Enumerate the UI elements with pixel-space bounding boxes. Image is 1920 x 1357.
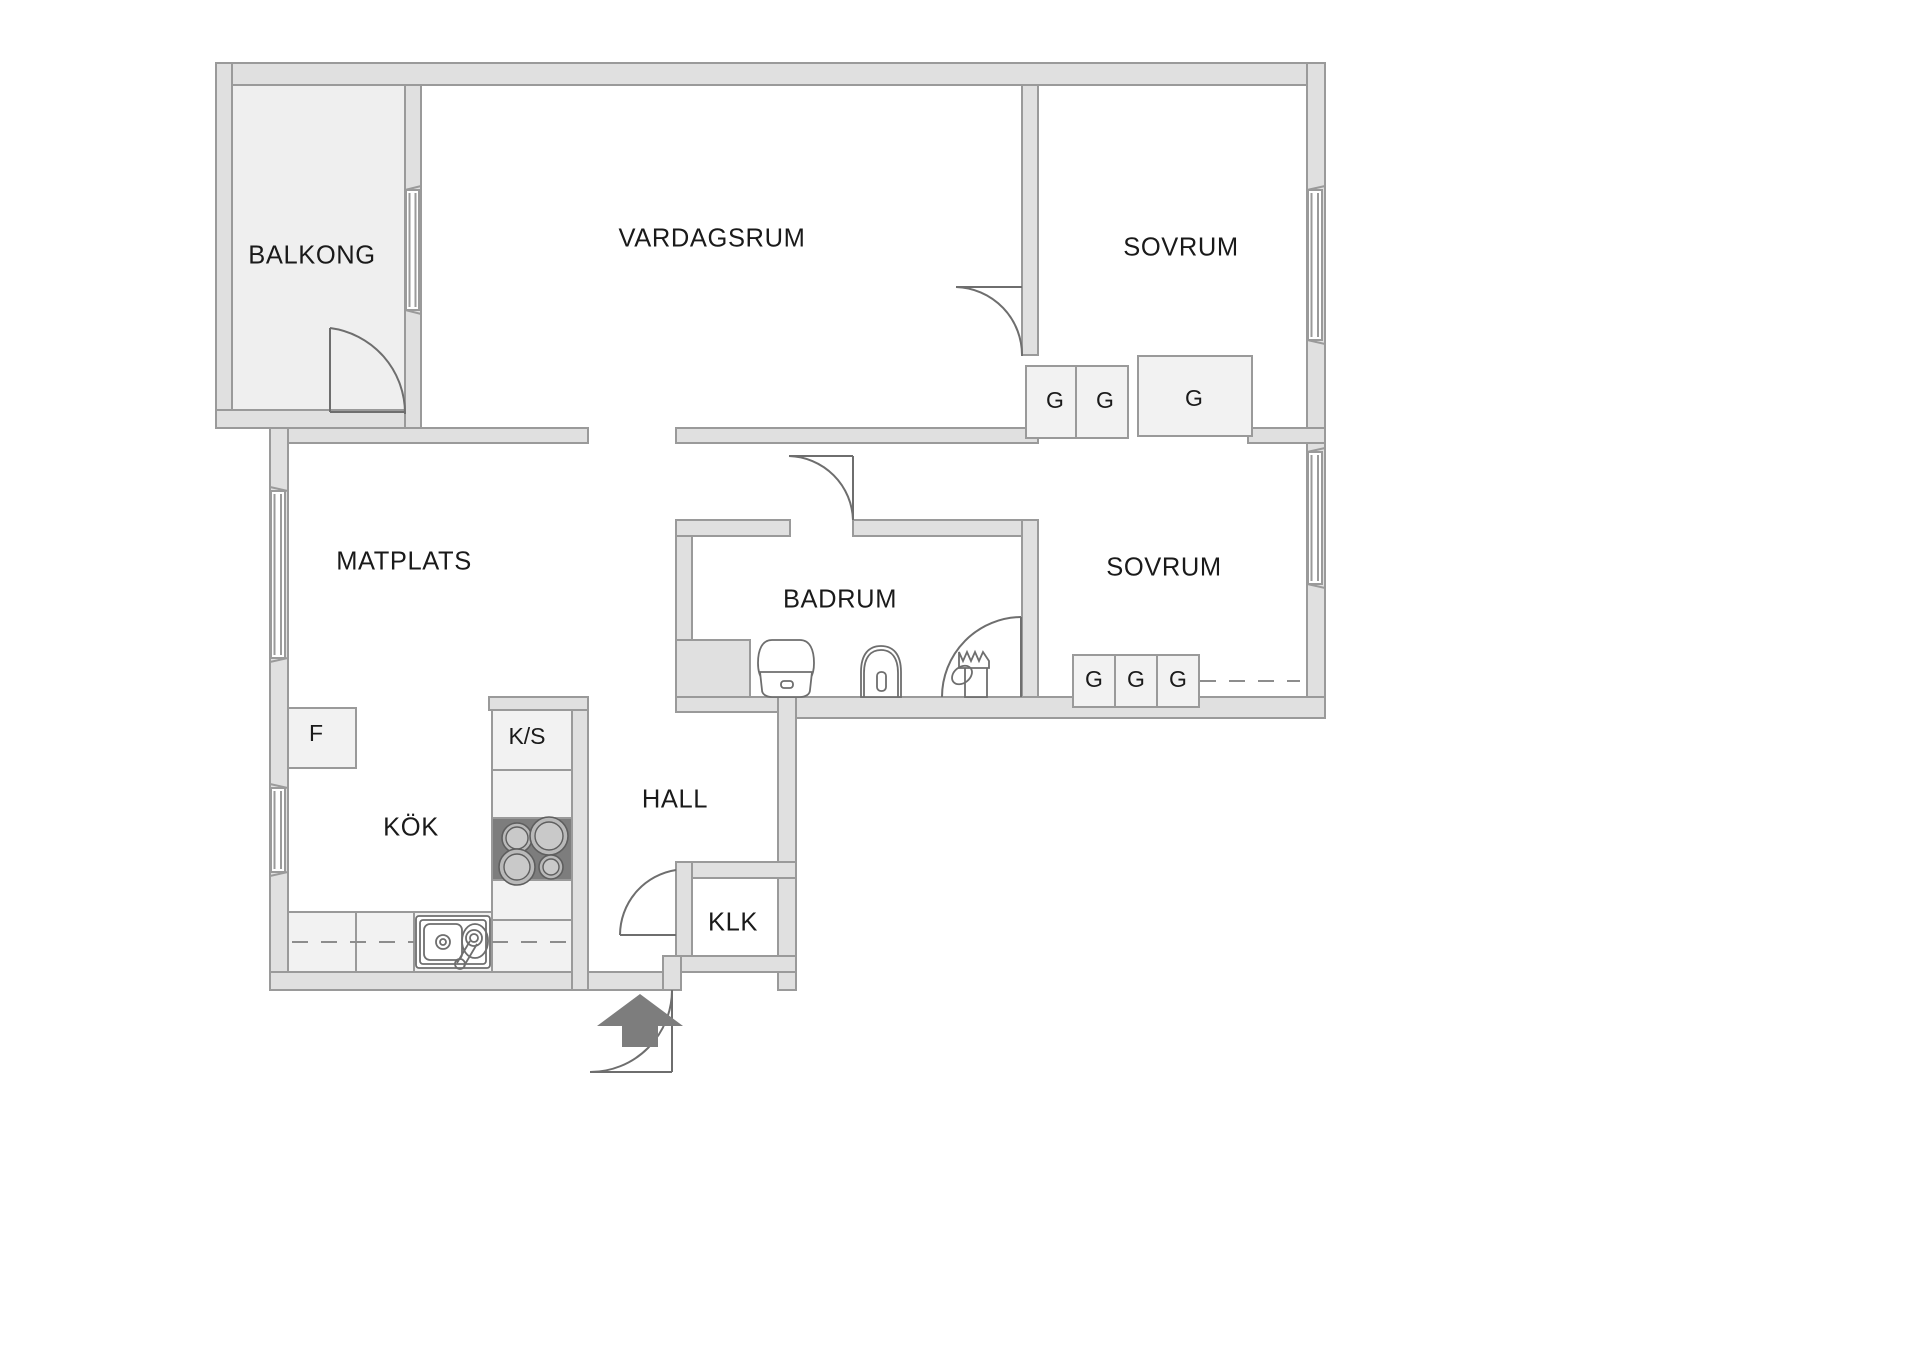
cabinet-corner-unit — [491, 919, 573, 973]
closet-label-sovrum1-g1: G — [1046, 387, 1064, 413]
room-label-vardagsrum: VARDAGSRUM — [619, 225, 806, 253]
balcony-floor — [215, 79, 422, 426]
closet-sovrum1-g3 — [1137, 355, 1253, 437]
stove-cooktop-icon — [498, 816, 569, 886]
entrance-door-swing — [589, 989, 673, 1073]
room-label-kok: KÖK — [383, 814, 439, 842]
closet-sovrum2-g3 — [1156, 654, 1200, 708]
shower-mixer-icon — [951, 649, 990, 698]
window-matplats-left — [269, 485, 289, 664]
room-label-klk: KLK — [708, 909, 758, 937]
cabinet-below-stove — [491, 879, 573, 921]
closet-group-bedroom1 — [1025, 355, 1253, 439]
washbasin-icon — [860, 645, 902, 698]
toilet-icon — [757, 639, 815, 698]
bathroom-fixtures — [757, 639, 990, 698]
entrance-direction-arrow — [597, 994, 683, 1047]
wall-right-exterior — [1306, 62, 1326, 719]
room-label-matplats: MATPLATS — [336, 548, 472, 576]
wall-bedroom1-bottom — [1247, 427, 1326, 444]
bathroom-door-swing-top — [788, 455, 854, 521]
window-balcony-door — [404, 184, 422, 316]
wall-balcony-left — [215, 62, 233, 429]
cabinet-dishwasher-sink-unit — [491, 709, 573, 771]
appliance-label-fridge: F — [309, 720, 323, 746]
window-kitchen-left — [269, 782, 289, 878]
wall-bathroom-right — [1021, 519, 1039, 713]
wall-klk-bottom — [675, 955, 797, 973]
closet-sovrum1-g1 — [1025, 365, 1077, 439]
wall-matplats-top — [275, 427, 589, 444]
wall-bedroom2-bottom — [777, 696, 1326, 719]
kitchen-sink-icon — [415, 915, 491, 970]
room-label-sovrum-1: SOVRUM — [1123, 234, 1239, 262]
bedroom-1-door-swing — [955, 286, 1024, 357]
wall-entry-jamb — [662, 955, 682, 991]
room-label-badrum: BADRUM — [783, 586, 897, 614]
wall-bathroom-top-right — [852, 519, 1039, 537]
wall-kitchen-bottom — [269, 971, 589, 991]
wall-top-exterior — [215, 62, 1326, 86]
walk-in-closet-door-swing — [619, 869, 677, 936]
closet-label-sovrum2-g2: G — [1127, 666, 1145, 692]
wall-hall-top — [675, 427, 1039, 444]
door-swings — [329, 286, 1024, 1073]
wall-kitchen-ledge — [488, 696, 589, 711]
wall-bathroom-step — [675, 639, 751, 698]
cabinet-upper-run — [491, 769, 573, 819]
closet-label-sovrum1-g2: G — [1096, 387, 1114, 413]
room-label-balkong: BALKONG — [248, 242, 376, 270]
closet-sovrum1-g2 — [1075, 365, 1129, 439]
wall-livingroom-bedroom1 — [1021, 84, 1039, 356]
window-bedroom2-right — [1306, 446, 1326, 590]
closet-label-sovrum2-g3: G — [1169, 666, 1187, 692]
refrigerator-unit — [287, 707, 357, 769]
wall-bathroom-top-left — [675, 519, 791, 537]
closet-label-sovrum1-g3: G — [1185, 385, 1203, 411]
bathroom-door-swing-interior — [941, 616, 1022, 698]
kitchen-units — [287, 707, 573, 973]
closet-group-bedroom2 — [1072, 654, 1300, 708]
wall-kitchen-hall — [571, 696, 589, 991]
closet-label-sovrum2-g1: G — [1085, 666, 1103, 692]
wall-klk-top — [675, 861, 797, 879]
room-label-sovrum-2: SOVRUM — [1106, 554, 1222, 582]
balcony-door-swing — [329, 327, 407, 415]
window-bedroom1-right — [1306, 184, 1326, 346]
appliance-label-dishwasher: K/S — [508, 723, 545, 749]
wall-hall-right — [777, 696, 797, 991]
room-label-hall: HALL — [642, 786, 708, 814]
windows — [269, 184, 1326, 878]
